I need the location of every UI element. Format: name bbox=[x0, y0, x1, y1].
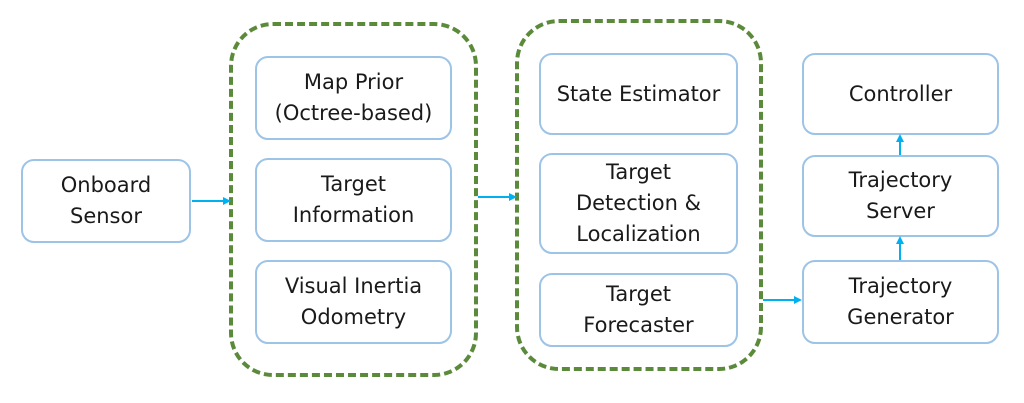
target-detection-line-2: Detection & bbox=[575, 191, 702, 215]
onboard-sensor-line-1: Onboard bbox=[60, 173, 152, 197]
target-information-block: Target Information bbox=[255, 158, 452, 242]
map-prior-line-1: Map Prior bbox=[303, 70, 404, 94]
controller-line-1: Controller bbox=[848, 81, 953, 106]
map-prior-block: Map Prior (Octree-based) bbox=[255, 56, 452, 140]
trajectory-server-line-1: Trajectory bbox=[848, 168, 953, 192]
target-detection-block: Target Detection & Localization bbox=[539, 153, 738, 254]
visual-inertia-odometry-block: Visual Inertia Odometry bbox=[255, 260, 452, 344]
target-information-line-2: Information bbox=[292, 203, 415, 227]
onboard-sensor-line-2: Sensor bbox=[70, 204, 142, 228]
target-detection-line-3: Localization bbox=[576, 222, 701, 246]
trajectory-generator-block: Trajectory Generator bbox=[802, 260, 999, 344]
target-forecaster-line-1: Target bbox=[606, 282, 671, 306]
controller-block: Controller bbox=[802, 53, 999, 135]
target-forecaster-block: Target Forecaster bbox=[539, 273, 738, 347]
onboard-sensor-block: Onboard Sensor bbox=[21, 159, 191, 243]
visual-inertia-odometry-line-1: Visual Inertia bbox=[284, 274, 423, 298]
target-forecaster-line-2: Forecaster bbox=[583, 313, 694, 337]
trajectory-server-line-2: Server bbox=[866, 199, 935, 223]
target-detection-line-1: Target bbox=[606, 160, 671, 184]
visual-inertia-odometry-line-2: Odometry bbox=[300, 305, 407, 329]
estimation-group bbox=[515, 19, 763, 371]
map-prior-line-2: (Octree-based) bbox=[274, 101, 433, 125]
target-information-line-1: Target bbox=[321, 172, 386, 196]
trajectory-generator-line-1: Trajectory bbox=[848, 274, 953, 298]
perception-input-group bbox=[229, 22, 478, 377]
state-estimator-line-1: State Estimator bbox=[556, 81, 721, 106]
trajectory-generator-line-2: Generator bbox=[847, 305, 954, 329]
trajectory-server-block: Trajectory Server bbox=[802, 155, 999, 237]
state-estimator-block: State Estimator bbox=[539, 53, 738, 135]
